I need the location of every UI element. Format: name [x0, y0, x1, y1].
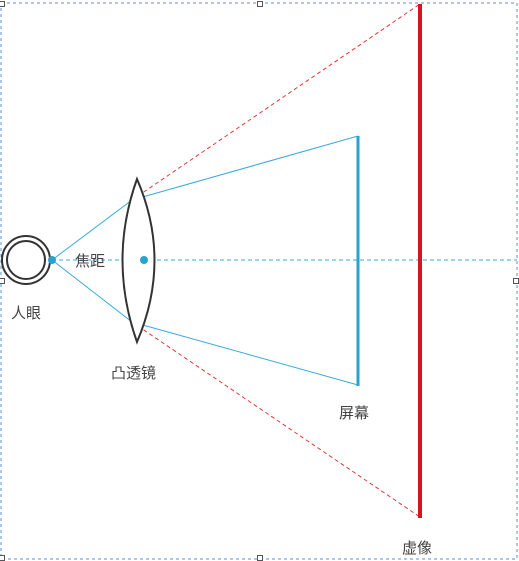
focal-point: [140, 256, 148, 264]
lens-label: 凸透镜: [111, 364, 157, 382]
screen-label: 屏幕: [339, 404, 370, 422]
eye-ray-top: [51, 199, 133, 261]
resize-handle-top-left[interactable]: [0, 1, 5, 7]
screen-ray-top: [131, 135, 359, 201]
eye-point: [48, 256, 56, 264]
resize-handle-left-middle[interactable]: [0, 278, 5, 284]
eye-inner-ring: [6, 240, 46, 280]
virtual-image-label: 虚像: [402, 539, 433, 557]
screen-ray-bottom: [131, 321, 359, 386]
resize-handle-top-middle[interactable]: [257, 1, 263, 7]
resize-handle-right-middle[interactable]: [513, 278, 519, 284]
resize-handle-bottom-left[interactable]: [0, 555, 5, 561]
virtual-ray-bottom: [131, 321, 421, 518]
focal-length-label: 焦距: [75, 252, 106, 270]
virtual-ray-top: [131, 3, 421, 201]
eye-label: 人眼: [11, 304, 42, 322]
resize-handle-bottom-middle[interactable]: [257, 555, 263, 561]
eye-ray-bottom: [51, 259, 133, 323]
convex-lens: [121, 176, 156, 345]
